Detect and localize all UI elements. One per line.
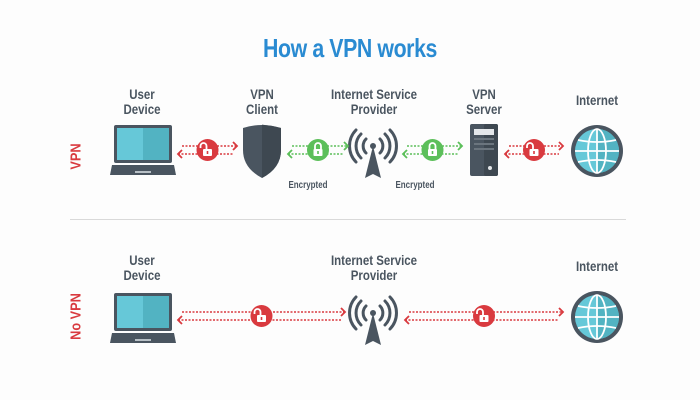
arrow-head-right-icon: [457, 141, 464, 151]
shield-icon: [243, 124, 281, 178]
vpn-node-label-user-device: User Device: [123, 87, 161, 117]
encrypted-caption-2: Encrypted: [395, 180, 435, 191]
novpn-node-label-user-device: User Device: [123, 253, 161, 283]
unencrypted-link: [503, 139, 565, 161]
unencrypted-link: [176, 139, 239, 161]
arrow-head-right-icon: [232, 141, 239, 151]
arrow-head-left-icon: [286, 149, 293, 159]
section-divider: [70, 219, 626, 220]
arrow-head-right-icon: [343, 141, 350, 151]
vpn-node-label-internet: Internet: [575, 93, 619, 108]
arrow-head-left-icon: [503, 149, 510, 159]
arrow-head-right-icon: [340, 307, 347, 317]
encrypted-caption-1: Encrypted: [288, 180, 328, 191]
arrow-head-left-icon: [176, 315, 183, 325]
novpn-node-label-internet: Internet: [575, 259, 619, 274]
server-icon: [470, 124, 498, 176]
arrow-head-left-icon: [401, 149, 408, 159]
vpn-node-label-isp: Internet Service Provider: [330, 87, 418, 117]
unencrypted-link: [403, 305, 565, 327]
lock-open-icon: [476, 308, 489, 322]
lock-open-icon: [526, 142, 539, 156]
page-title: How a VPN works: [263, 33, 437, 63]
antenna-tower-icon: [348, 295, 398, 347]
lock-closed-icon: [428, 142, 437, 156]
unencrypted-link: [176, 305, 347, 327]
novpn-node-label-isp: Internet Service Provider: [330, 253, 418, 283]
vpn-node-label-vpn-client: VPN Client: [246, 87, 278, 117]
antenna-tower-icon: [348, 128, 398, 180]
encrypted-link: [401, 139, 464, 161]
laptop-icon: [110, 293, 176, 343]
arrow-head-right-icon: [558, 307, 565, 317]
vpn-node-label-vpn-server: VPN Server: [466, 87, 502, 117]
globe-icon: [570, 124, 624, 178]
encrypted-link: [286, 139, 350, 161]
arrow-head-left-icon: [176, 149, 183, 159]
arrow-head-left-icon: [403, 315, 410, 325]
lock-open-icon: [253, 308, 266, 322]
lock-closed-icon: [313, 142, 323, 156]
lock-open-icon: [199, 142, 212, 156]
arrow-head-right-icon: [558, 141, 565, 151]
globe-icon: [570, 290, 624, 344]
laptop-icon: [110, 125, 176, 175]
